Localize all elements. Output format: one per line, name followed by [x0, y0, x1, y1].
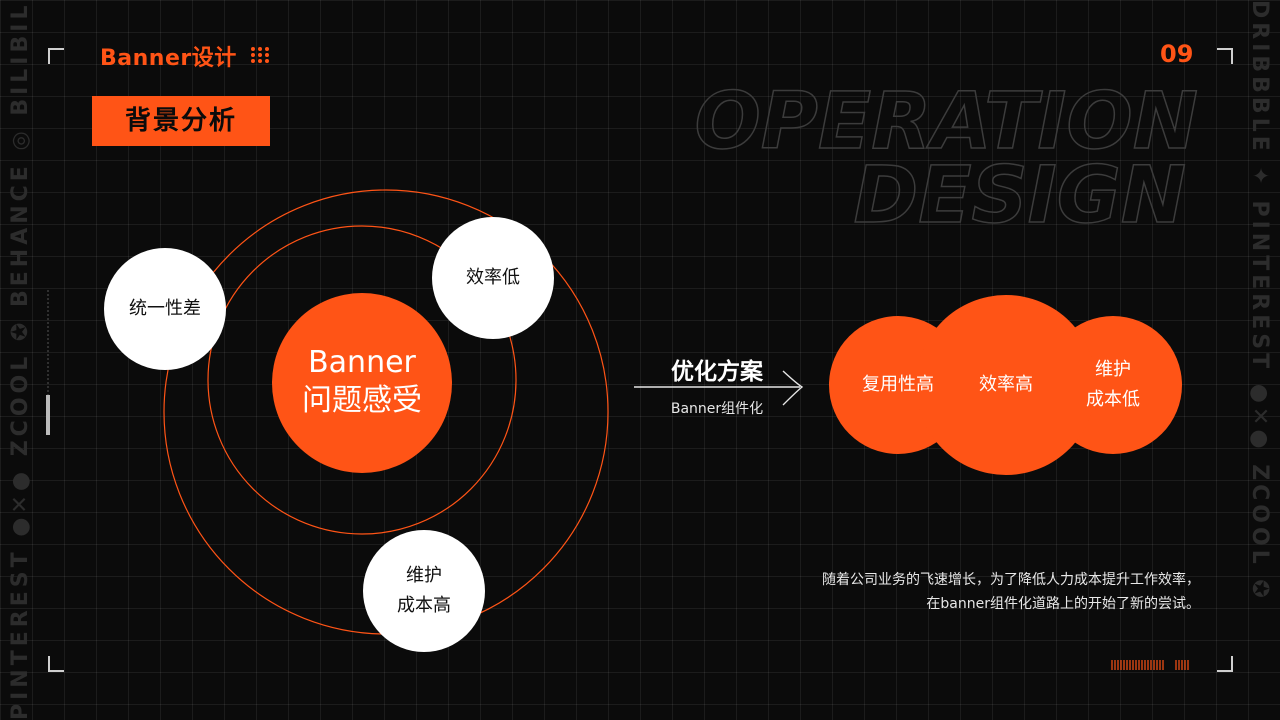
benefit-circle-efficiency	[916, 295, 1096, 475]
description-line-2: 在banner组件化道路上的开始了新的尝试。	[926, 596, 1200, 612]
solution-subtitle: Banner组件化	[670, 401, 764, 417]
section-tag: 背景分析	[124, 106, 237, 136]
bubble-efficiency: 效率低	[466, 267, 520, 288]
bubble-circle-consistency	[104, 248, 226, 370]
bubble-circle-efficiency	[432, 217, 554, 339]
corner-bracket-bottom-left	[48, 656, 64, 672]
brand-title: Banner设计	[100, 46, 237, 71]
bubble-maintenance: 维护 成本高	[363, 561, 485, 621]
page-number: 09	[1160, 40, 1194, 68]
benefit-maintenance-line-1: 维护	[1095, 359, 1131, 380]
corner-bracket-top-left	[48, 48, 64, 64]
center-label: Banner 问题感受	[272, 344, 452, 420]
dots-icon	[251, 47, 269, 63]
description: 随着公司业务的飞速增长，为了降低人力成本提升工作效率， 在banner组件化道路…	[700, 568, 1200, 616]
benefit-efficiency: 效率高	[979, 374, 1033, 395]
corner-bracket-bottom-right	[1217, 656, 1233, 672]
corner-bracket-top-right	[1217, 48, 1233, 64]
center-label-line-1: Banner	[308, 345, 416, 380]
watermark-line-2: DESIGN	[853, 151, 1186, 240]
solution-title: 优化方案	[671, 359, 763, 385]
watermark-line-1: OPERATION	[694, 80, 1198, 167]
arrow-head-icon	[782, 370, 804, 406]
benefit-maintenance-line-2: 成本低	[1086, 389, 1140, 410]
bubble-circle-maintenance	[363, 530, 485, 652]
center-label-line-2: 问题感受	[302, 383, 422, 418]
rail-decoration	[46, 290, 50, 435]
inner-orbit-ring	[207, 225, 517, 535]
bubble-maintenance-line-2: 成本高	[397, 595, 451, 616]
center-circle	[272, 293, 452, 473]
hatch-decoration	[1111, 660, 1189, 670]
bubble-maintenance-line-1: 维护	[406, 565, 442, 586]
benefit-reuse: 复用性高	[862, 374, 934, 395]
bubble-consistency: 统一性差	[129, 298, 201, 319]
benefit-maintenance: 维护 成本低	[1053, 355, 1173, 415]
section-tag-background	[92, 96, 270, 146]
description-line-1: 随着公司业务的飞速增长，为了降低人力成本提升工作效率，	[822, 572, 1200, 588]
watermark-title: OPERATION DESIGN	[694, 80, 1199, 240]
